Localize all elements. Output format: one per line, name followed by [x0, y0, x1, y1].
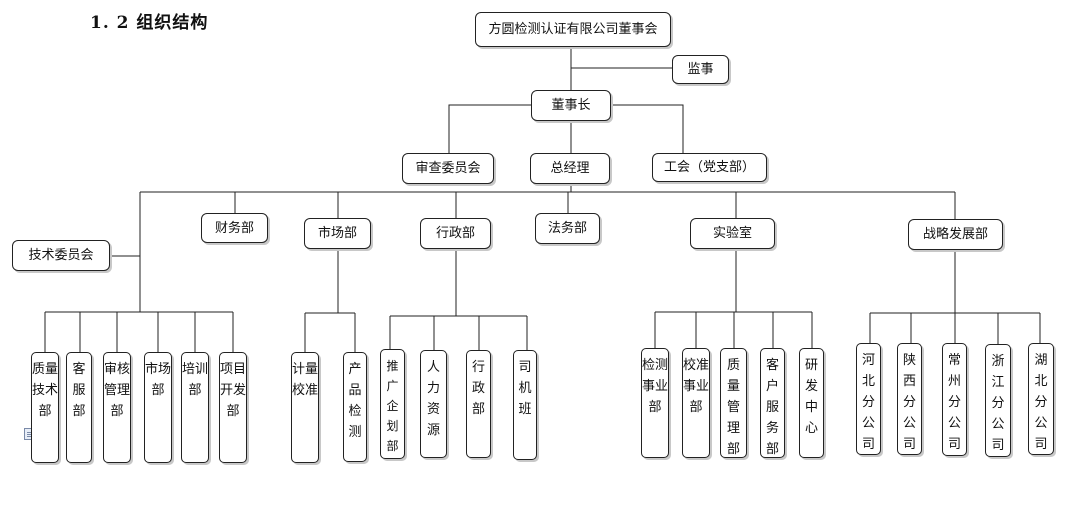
- node-tech-committee: 技术委员会: [12, 240, 110, 271]
- connector-lab-units: [654, 249, 813, 348]
- node-review-committee: 审查委员会: [402, 153, 494, 184]
- unit-project-dev: 项目开发部: [219, 352, 247, 463]
- node-marketing: 市场部: [304, 218, 371, 249]
- unit-hebei-branch: 河北分公司: [856, 343, 881, 455]
- node-general-manager: 总经理: [530, 153, 610, 184]
- unit-client-services: 客户服务部: [760, 348, 785, 458]
- connector-departments: [139, 192, 956, 312]
- unit-metrology: 计量校准: [291, 352, 319, 463]
- node-finance: 财务部: [201, 213, 268, 243]
- unit-admin-office: 行政部: [466, 350, 491, 458]
- unit-changzhou-branch: 常州分公司: [942, 343, 967, 456]
- unit-rd-center: 研发中心: [799, 348, 824, 458]
- node-supervisor: 监事: [672, 55, 729, 84]
- node-administration: 行政部: [420, 218, 491, 249]
- node-legal: 法务部: [535, 213, 600, 244]
- node-strategy: 战略发展部: [908, 219, 1003, 250]
- unit-market: 市场部: [144, 352, 172, 463]
- unit-customer-service: 客服部: [66, 352, 92, 463]
- unit-calibration-division: 校准事业部: [682, 348, 710, 458]
- connector-tech-units: [44, 311, 234, 352]
- unit-quality-management: 质量管理部: [720, 348, 747, 458]
- unit-promotion: 推广企划部: [380, 349, 405, 459]
- unit-human-resources: 人力资源: [420, 350, 447, 458]
- node-laboratory: 实验室: [690, 218, 775, 249]
- unit-quality-tech: 质量技术部: [31, 352, 59, 463]
- unit-shaanxi-branch: 陕西分公司: [897, 343, 922, 455]
- unit-hubei-branch: 湖北分公司: [1028, 343, 1054, 455]
- unit-testing-division: 检测事业部: [641, 348, 669, 458]
- unit-product-testing: 产品检测: [343, 352, 367, 462]
- node-union: 工会（党支部）: [652, 153, 767, 182]
- node-board: 方圆检测认证有限公司董事会: [475, 12, 671, 47]
- unit-audit-management: 审核管理部: [103, 352, 131, 463]
- unit-drivers: 司机班: [513, 350, 537, 460]
- connector-strategy-units: [869, 250, 1041, 344]
- connector-marketing-units: [304, 249, 356, 352]
- connector-admin-units: [389, 249, 528, 350]
- unit-zhejiang-branch: 浙江分公司: [985, 344, 1011, 457]
- section-heading: 1. 2 组织结构: [90, 13, 209, 33]
- unit-training: 培训部: [181, 352, 209, 463]
- connector-chairman-level3: [448, 104, 684, 153]
- node-chairman: 董事长: [531, 90, 611, 121]
